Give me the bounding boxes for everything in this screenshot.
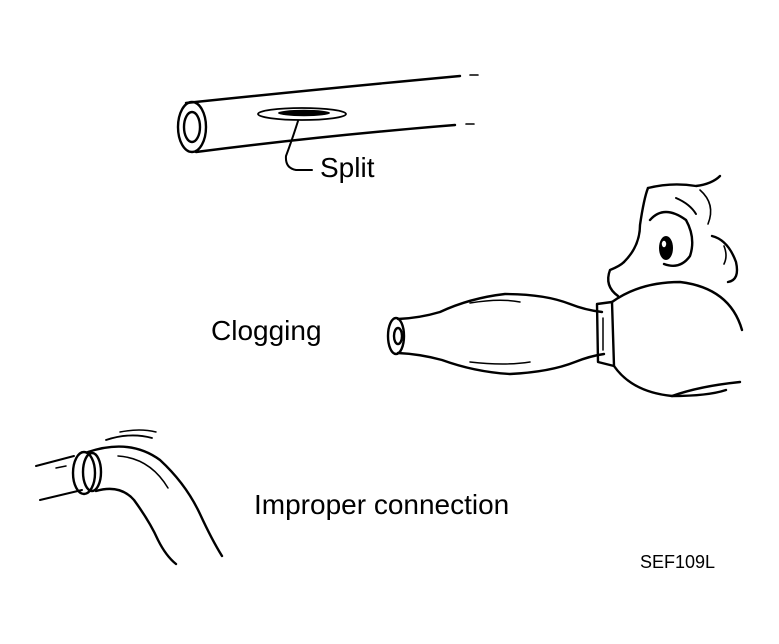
hose-end-inner — [182, 110, 202, 144]
face-hair-strand — [699, 189, 712, 225]
hose-outer-curve — [86, 445, 224, 558]
improper-connection-label: Improper connection — [254, 489, 510, 520]
hose-inner-curve — [94, 487, 178, 566]
improper-connection-illustration — [35, 429, 224, 566]
pipe-shade — [55, 465, 67, 469]
hose-end-outer — [176, 100, 208, 154]
pipe-top-edge — [35, 455, 75, 467]
face-ear — [710, 234, 739, 284]
clog-hose-end-outer — [386, 316, 406, 356]
split-label: Split — [320, 152, 375, 183]
hose-collar-outer — [71, 450, 97, 496]
figure-code-label: SEF109L — [640, 552, 716, 572]
hose-highlight — [117, 455, 169, 489]
split-leader-line — [284, 120, 313, 171]
face-cheek-bottom — [612, 364, 728, 398]
hose-bottom-edge — [194, 123, 457, 154]
clog-highlight-top — [469, 299, 521, 304]
face-pupil-glint — [661, 240, 667, 248]
clog-highlight-bottom — [469, 361, 531, 365]
split-hose-illustration — [176, 74, 479, 171]
split-outline — [257, 107, 347, 121]
face-hair — [646, 174, 722, 190]
face-ear-inner — [723, 245, 727, 265]
face-nose — [607, 260, 626, 298]
clog-tube-bottom — [396, 351, 606, 376]
face-pupil — [659, 236, 673, 260]
motion-mark-1 — [105, 434, 153, 441]
face-eyebrow — [675, 197, 697, 215]
face-forehead — [622, 186, 650, 264]
hose-collar-inner — [81, 451, 103, 493]
split-slit — [278, 109, 330, 117]
face-jaw — [670, 380, 742, 398]
pipe-bottom-edge — [39, 489, 83, 501]
face-eye-outline — [648, 210, 694, 267]
clog-tube-top — [396, 292, 604, 321]
clogging-label: Clogging — [211, 315, 322, 346]
clog-hose-end-inner — [392, 326, 404, 346]
hose-top-edge — [184, 74, 462, 105]
motion-mark-2 — [119, 429, 157, 433]
face-cheek-top — [610, 280, 744, 332]
clogging-illustration — [386, 174, 744, 398]
